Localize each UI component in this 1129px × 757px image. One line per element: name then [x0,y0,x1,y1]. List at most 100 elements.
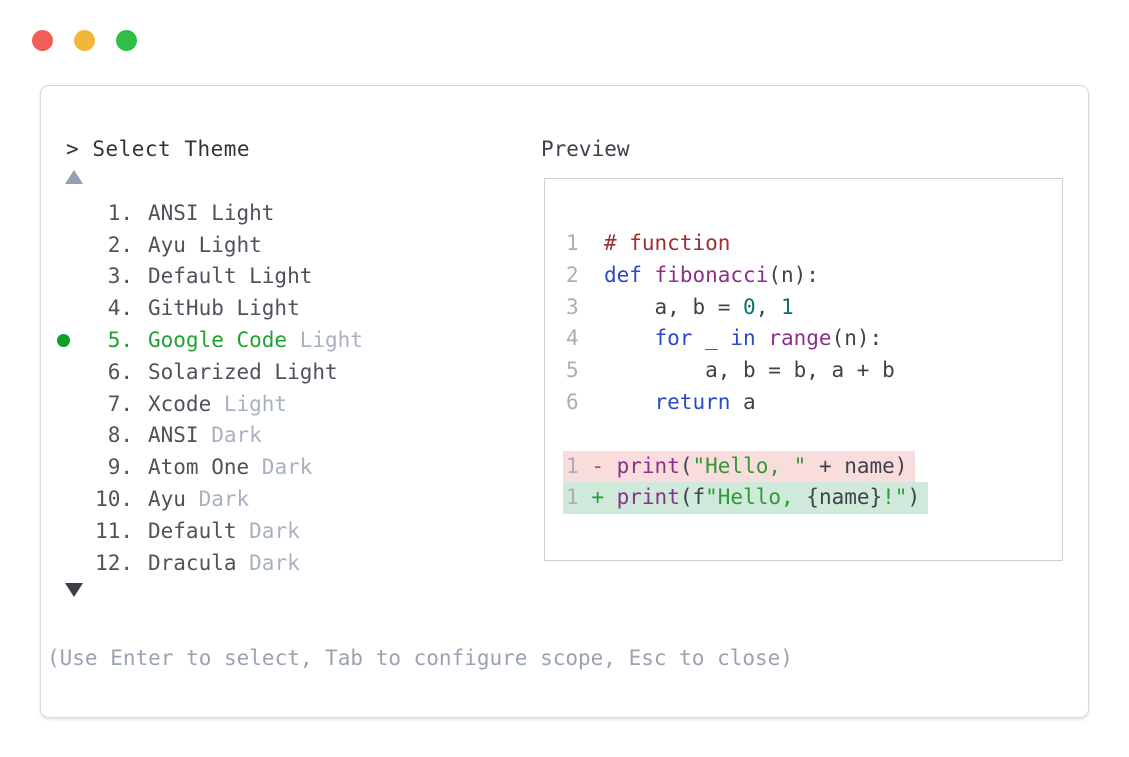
code-segment-pl: a, b = b, a + b [578,358,895,383]
code-segment-ti: range [768,326,832,351]
theme-item-number: 9. [107,455,133,480]
code-segment-st: "Hello, " [692,453,807,478]
theme-list-item-github-light[interactable]: 4. GitHub Light [41,292,541,324]
preview-label: Preview [541,137,630,161]
code-segment-pl [579,485,592,509]
code-segment-pl [579,326,655,350]
code-line-1: 1 # function [566,228,730,260]
theme-item-label: Default Light [148,264,313,289]
theme-item-label: Google Code [148,328,288,353]
code-segment-ln: 1 [566,231,579,255]
code-segment-pl: _ [692,326,731,351]
theme-list-item-default[interactable]: 11. Default Dark [41,515,541,547]
maximize-window-icon[interactable] [116,30,137,51]
theme-list-item-dracula[interactable]: 12. Dracula Dark [41,547,541,579]
code-segment-pl: {name} [806,485,883,510]
theme-item-number: 3. [107,264,133,289]
code-segment-pl [579,390,655,414]
theme-list-item-ansi-light[interactable]: 1.ANSI Light [41,197,541,229]
theme-item-label: ANSI [148,423,199,448]
close-window-icon[interactable] [32,30,53,51]
code-segment-ti: fibonacci [654,262,769,287]
theme-item-label: Ayu [148,487,186,512]
code-segment-ti: print [616,453,680,478]
code-segment-nu: 1 [780,294,794,319]
dialog-title-text [79,137,92,161]
code-line-3: 3 a, b = 0, 1 [566,292,794,324]
code-segment-ln: 4 [566,326,579,351]
theme-list-item-solarized-light[interactable]: 6.Solarized Light [41,356,541,388]
theme-item-variant-label: Dark [236,550,300,575]
theme-item-label: Solarized Light [148,359,338,384]
code-segment-nu: 0 [743,294,756,319]
code-segment-ln: 3 [566,294,579,319]
code-segment-pl: ) [907,485,921,510]
code-segment-pl [604,485,617,509]
theme-item-label: GitHub Light [148,296,300,321]
code-segment-pls: + [591,485,604,510]
code-segment-kw: in [730,326,756,351]
theme-item-variant-label: Dark [198,423,262,448]
code-line-4: 4 for _ in range(n): [566,323,882,355]
theme-list-item-xcode[interactable]: 7. Xcode Light [41,388,541,420]
code-segment-kw: return [654,389,731,414]
theme-list-item-atom-one[interactable]: 9. Atom One Dark [41,451,541,483]
prompt-chevron: > [66,137,80,161]
code-segment-cm: # function [603,231,731,255]
dialog-title-label: Select Theme [92,137,251,161]
scroll-up-icon[interactable] [65,170,83,184]
theme-item-number: 7. [107,391,133,416]
theme-item-variant-label: Dark [185,487,250,512]
code-segment-pl: a [730,389,756,414]
theme-list-item-google-code[interactable]: 5. Google Code Light [41,324,541,356]
theme-item-number: 2. [107,232,133,257]
code-segment-pl: , [755,294,781,319]
code-segment-ln: 1 [566,485,579,510]
theme-item-variant-label: Dark [236,518,300,543]
window-controls [32,30,137,51]
theme-item-variant-label: Light [287,328,363,353]
theme-list-item-ayu-light[interactable]: 2.Ayu Light [41,229,541,261]
theme-item-variant-label: Dark [249,455,313,480]
minimize-window-icon[interactable] [74,30,95,51]
code-segment-ti: print [616,485,680,510]
code-segment-pl [579,454,592,478]
code-segment-pl [579,231,604,255]
theme-item-number: 12. [95,550,133,575]
code-segment-pl: ( [679,453,693,478]
theme-item-label: Xcode [148,391,212,416]
diff-line-removed: 1 - print("Hello, " + name) [563,450,916,483]
diff-line-added: 1 + print(f"Hello, {name}!") [563,482,929,515]
theme-item-number: 4. [107,296,133,321]
theme-item-number: 8. [107,423,133,448]
theme-item-variant-label: Light [211,391,288,416]
theme-item-label: ANSI Light [148,200,275,225]
theme-item-number: 5. [107,328,133,353]
help-text: (Use Enter to select, Tab to configure s… [47,646,793,670]
code-segment-ln: 1 [566,453,579,478]
theme-item-label: Default [148,518,237,543]
code-segment-pl: (f [679,485,706,510]
theme-item-number: 11. [95,518,133,543]
theme-list-item-default-light[interactable]: 3. Default Light [41,261,541,293]
theme-item-number: 10. [95,487,133,512]
theme-item-label: Dracula [148,550,237,575]
theme-item-label: Atom One [148,455,250,480]
dialog-title: > Select Theme [66,133,250,165]
code-segment-st: "Hello, [705,485,807,510]
code-segment-ln: 6 [566,389,579,414]
code-segment-pl [579,263,604,287]
scroll-down-icon[interactable] [65,583,83,597]
code-segment-ln: 5 [566,358,579,383]
code-segment-pl: a, b = [578,294,744,319]
code-segment-mi: - [591,453,604,478]
theme-list-item-ansi[interactable]: 8. ANSI Dark [41,420,541,452]
theme-list-item-ayu[interactable]: 10. Ayu Dark [41,483,541,515]
selected-bullet-icon [57,333,70,347]
code-segment-pl: (n): [831,326,883,351]
code-line-6: 6 return a [566,387,756,419]
code-segment-kw: def [603,262,642,287]
code-segment-pl: (n): [768,262,819,287]
